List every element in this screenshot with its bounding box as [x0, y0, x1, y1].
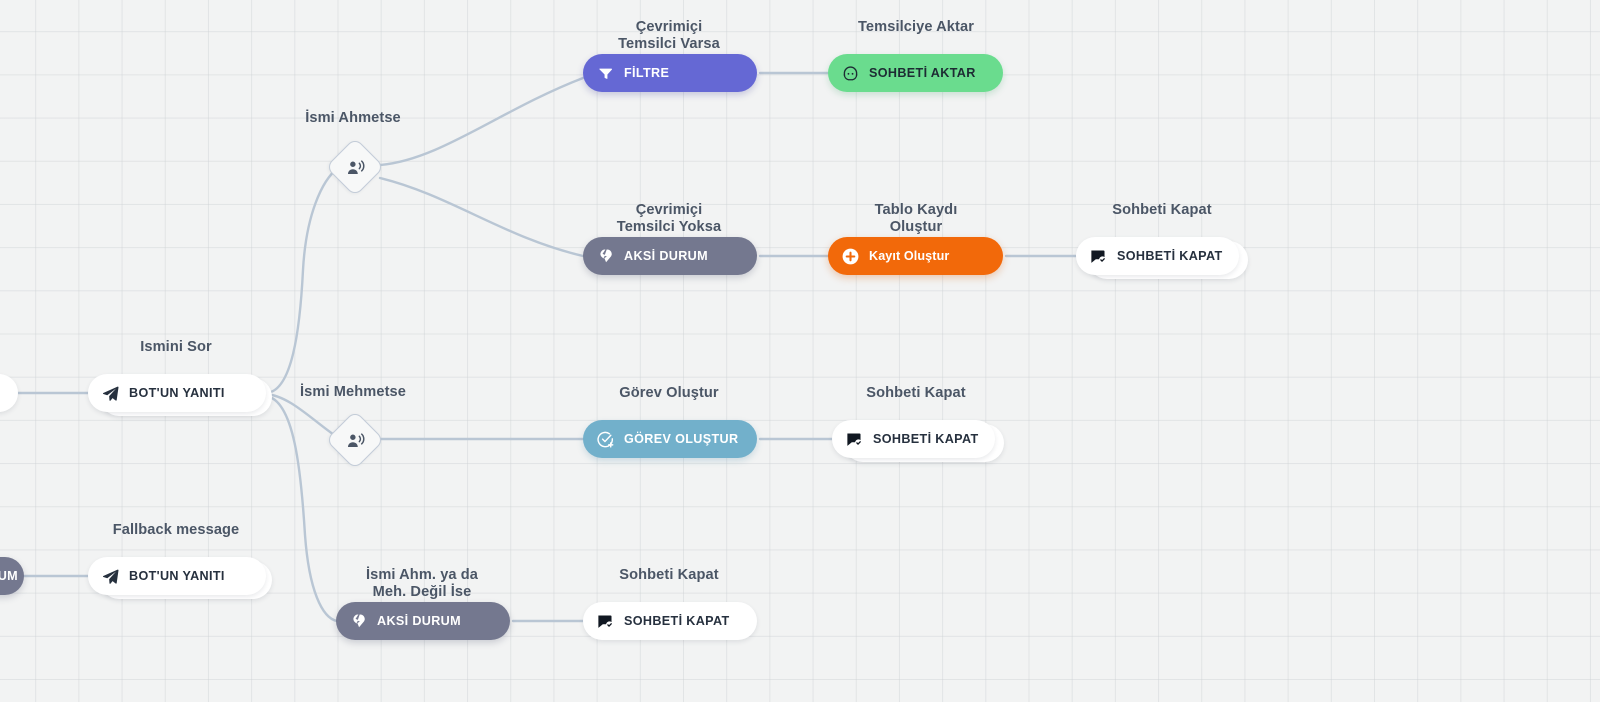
title-condition-mehmet: İsmi Mehmetse — [300, 384, 406, 400]
node-close-chat-top[interactable]: SOHBETİ KAPAT — [1076, 237, 1239, 275]
title-close-chat-bottom: Sohbeti Kapat — [619, 567, 719, 583]
broken-heart-icon — [349, 612, 368, 631]
title-no-agent-branch: Çevrimiçi Temsilci Yoksa — [616, 202, 722, 235]
edge-bot1-to-condition-ahmet — [264, 166, 340, 395]
node-close-chat-top-label: SOHBETİ KAPAT — [1117, 249, 1223, 263]
node-bot-answer-1[interactable]: BOT'UN YANITI — [88, 374, 266, 412]
title-ask-name: Ismini Sor — [140, 339, 212, 355]
node-bot-answer-2-label: BOT'UN YANITI — [129, 569, 225, 583]
chat-check-icon — [845, 430, 864, 449]
node-filter-label: FİLTRE — [624, 66, 670, 80]
node-else-top-label: AKSİ DURUM — [624, 249, 708, 263]
node-create-record-label: Kayıt Oluştur — [869, 249, 950, 263]
node-create-record[interactable]: Kayıt Oluştur — [828, 237, 1003, 275]
title-condition-ahmet: İsmi Ahmetse — [305, 110, 401, 126]
node-else-bottom[interactable]: AKSİ DURUM — [336, 602, 510, 640]
offscreen-node-left-bottom[interactable]: UM — [0, 557, 24, 595]
user-speaking-icon — [344, 429, 366, 451]
node-bot-answer-1-label: BOT'UN YANITI — [129, 386, 225, 400]
chat-check-icon — [1089, 247, 1108, 266]
paper-plane-icon — [101, 567, 120, 586]
node-create-task[interactable]: GÖREV OLUŞTUR — [583, 420, 757, 458]
headset-agent-icon — [841, 64, 860, 83]
chat-check-icon — [596, 612, 615, 631]
funnel-icon — [596, 64, 615, 83]
node-close-chat-mid[interactable]: SOHBETİ KAPAT — [832, 420, 995, 458]
title-create-task: Görev Oluştur — [619, 385, 719, 401]
node-transfer-chat-label: SOHBETİ AKTAR — [869, 66, 976, 80]
node-condition-mehmet[interactable] — [325, 410, 385, 470]
offscreen-node-left-bottom-label: UM — [0, 569, 18, 583]
title-filter-branch: Çevrimiçi Temsilci Varsa — [618, 19, 720, 52]
node-close-chat-mid-label: SOHBETİ KAPAT — [873, 432, 979, 446]
title-close-chat-top: Sohbeti Kapat — [1112, 202, 1212, 218]
task-check-icon — [596, 430, 615, 449]
node-filter[interactable]: FİLTRE — [583, 54, 757, 92]
plus-circle-icon — [841, 247, 860, 266]
node-else-top[interactable]: AKSİ DURUM — [583, 237, 757, 275]
node-condition-ahmet[interactable] — [325, 137, 385, 197]
broken-heart-icon — [596, 247, 615, 266]
title-else-branch: İsmi Ahm. ya da Meh. Değil İse — [365, 567, 479, 600]
node-close-chat-bottom[interactable]: SOHBETİ KAPAT — [583, 602, 757, 640]
node-create-task-label: GÖREV OLUŞTUR — [624, 432, 739, 446]
node-close-chat-bottom-label: SOHBETİ KAPAT — [624, 614, 730, 628]
title-transfer-agent: Temsilciye Aktar — [858, 19, 974, 35]
title-close-chat-mid: Sohbeti Kapat — [866, 385, 966, 401]
node-transfer-chat[interactable]: SOHBETİ AKTAR — [828, 54, 1003, 92]
user-speaking-icon — [344, 156, 366, 178]
node-bot-answer-2[interactable]: BOT'UN YANITI — [88, 557, 266, 595]
title-create-record: Tablo Kaydı Oluştur — [874, 202, 958, 235]
title-fallback-message: Fallback message — [112, 522, 240, 538]
paper-plane-icon — [101, 384, 120, 403]
node-else-bottom-label: AKSİ DURUM — [377, 614, 461, 628]
offscreen-node-left-top[interactable] — [0, 374, 18, 412]
